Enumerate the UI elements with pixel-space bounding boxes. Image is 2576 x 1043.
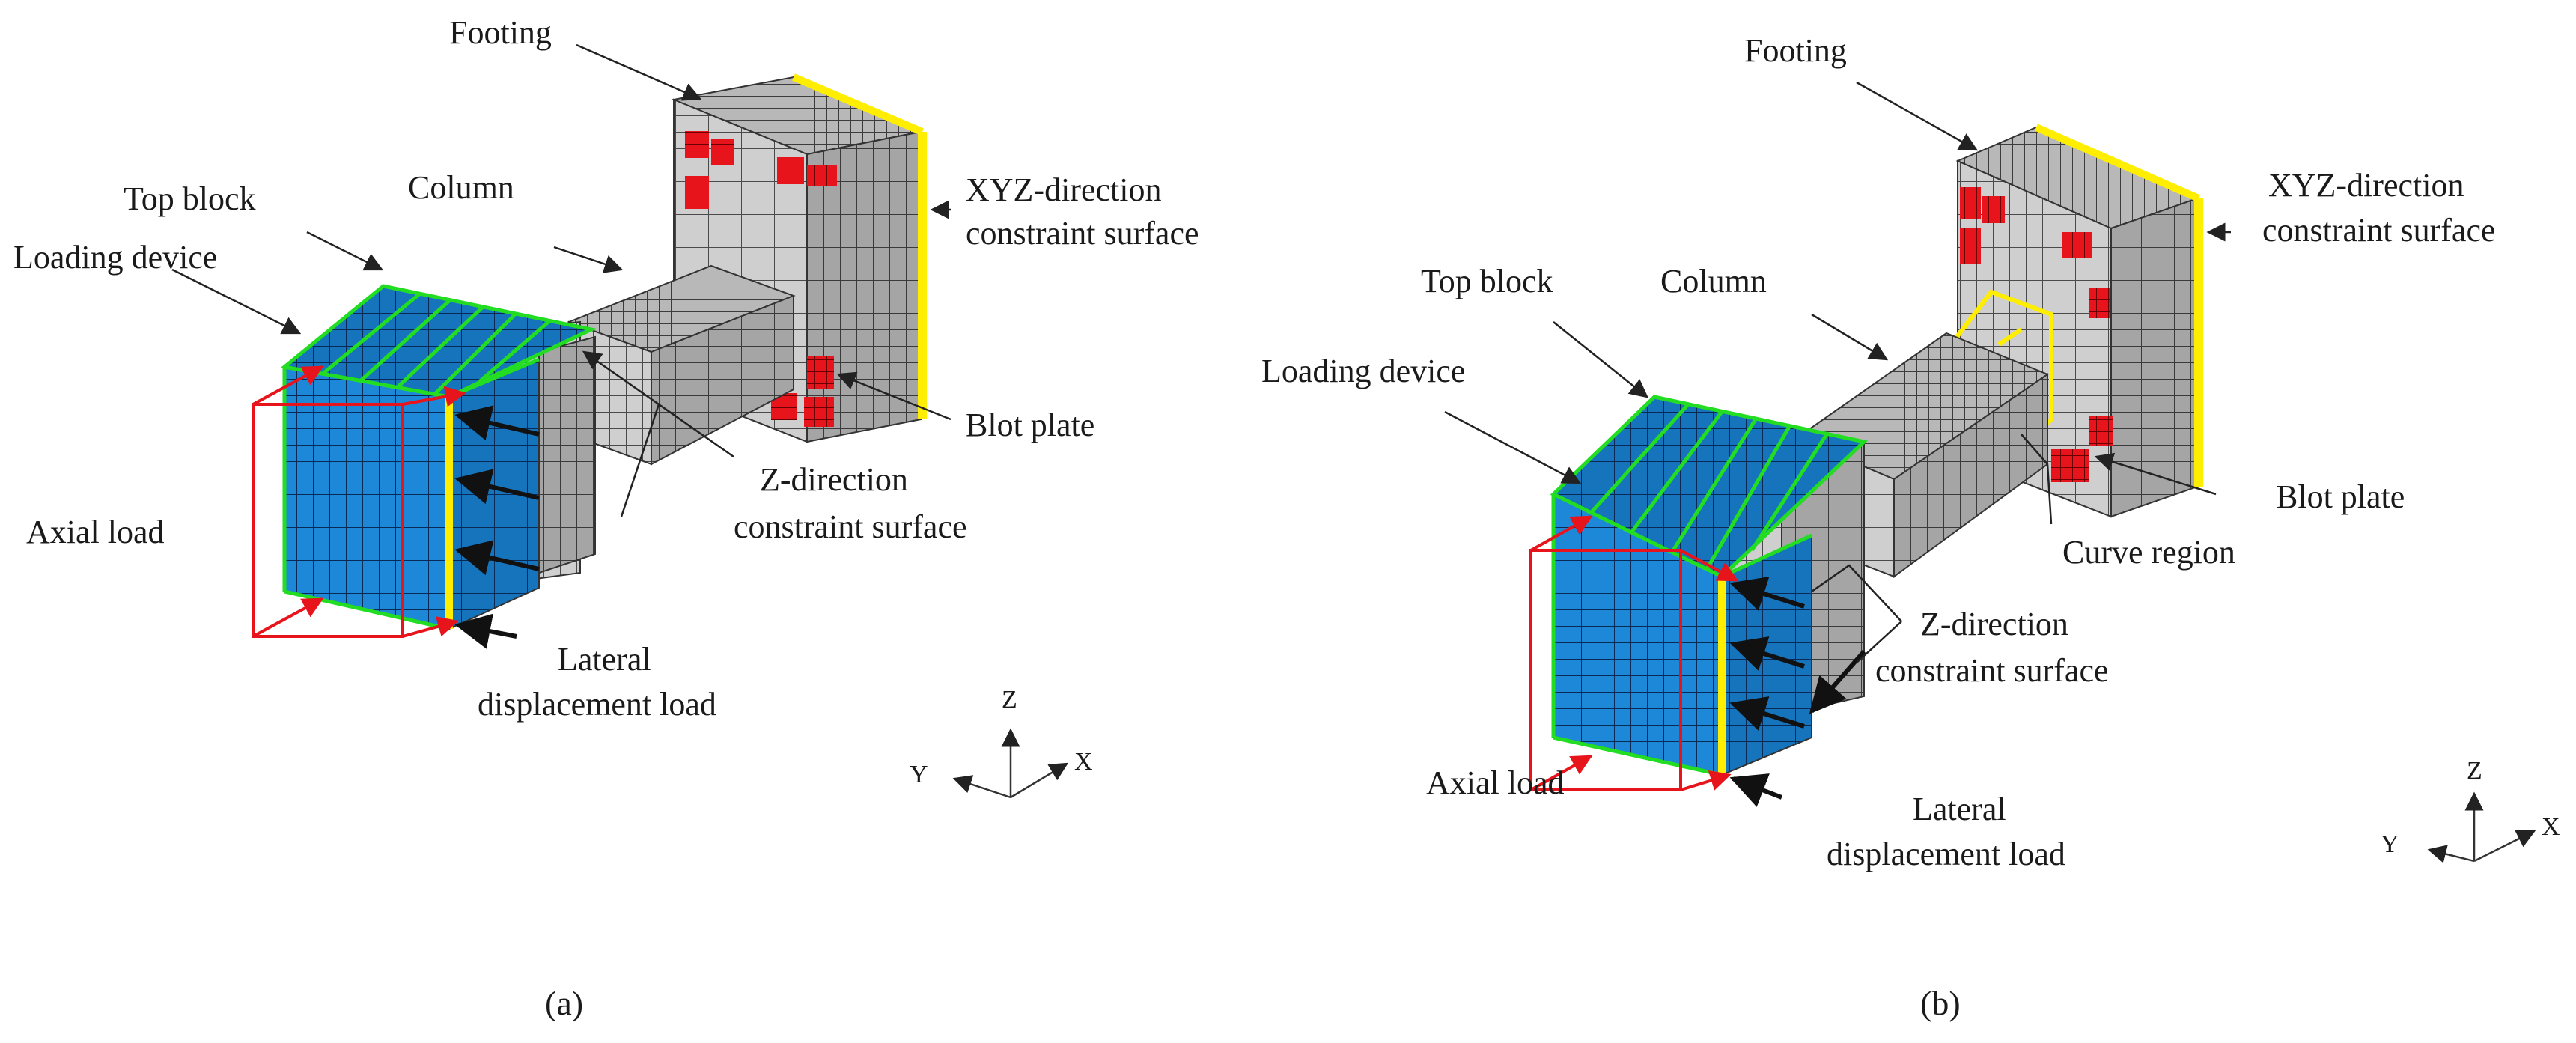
label-footing-a: Footing <box>449 14 552 51</box>
axis-y-a: Y <box>910 761 928 788</box>
label-z-constraint-a-1: Z-direction <box>760 461 908 498</box>
axis-x-b: X <box>2542 813 2560 841</box>
label-bolt-plate-a: Blot plate <box>966 407 1094 443</box>
axes-b <box>2427 791 2536 863</box>
loading-device-b <box>1550 395 1869 777</box>
label-axial-load-b: Axial load <box>1426 764 1565 801</box>
label-curve-region-b: Curve region <box>2062 534 2235 571</box>
leader-arrows-b <box>1444 81 2231 663</box>
label-footing-b: Footing <box>1744 32 1847 69</box>
lateral-load-arrows-b <box>1729 577 1866 807</box>
label-bolt-plate-b: Blot plate <box>2276 478 2405 515</box>
axial-load-frame-b <box>1529 515 1739 791</box>
label-loading-device-a: Loading device <box>13 239 217 276</box>
caption-a: (a) <box>545 984 583 1022</box>
label-z-constraint-b-1: Z-direction <box>1920 606 2068 642</box>
axes-a <box>952 728 1069 799</box>
label-loading-device-b: Loading device <box>1261 353 1465 389</box>
axial-load-frame-a <box>252 365 466 638</box>
label-z-constraint-b-2: constraint surface <box>1875 652 2109 689</box>
bolt-plates-b <box>1960 187 2113 482</box>
axis-z-b: Z <box>2467 757 2482 785</box>
bolt-plates-a <box>685 131 837 427</box>
panel-b: Footing XYZ-direction constraint surface… <box>1261 32 2560 1022</box>
label-top-block-a: Top block <box>124 180 256 217</box>
axis-y-b: Y <box>2381 830 2399 858</box>
label-lateral-b-1: Lateral <box>1913 791 2006 827</box>
label-lateral-a-2: displacement load <box>478 686 716 723</box>
label-axial-load-a: Axial load <box>26 514 165 550</box>
label-top-block-b: Top block <box>1421 263 1553 299</box>
label-xyz-constraint-b-2: constraint surface <box>2262 212 2496 249</box>
label-xyz-constraint-b-1: XYZ-direction <box>2268 167 2464 204</box>
lateral-load-arrows-a <box>454 405 540 649</box>
label-lateral-a-1: Lateral <box>558 641 651 678</box>
caption-b: (b) <box>1920 984 1961 1022</box>
label-xyz-constraint-a-1: XYZ-direction <box>966 171 1161 208</box>
label-z-constraint-a-2: constraint surface <box>734 508 967 545</box>
axis-z-a: Z <box>1002 686 1017 714</box>
leader-arrows-a <box>171 43 951 517</box>
label-lateral-b-2: displacement load <box>1827 836 2065 872</box>
panel-a: Footing XYZ-direction constraint surface… <box>13 14 1199 1022</box>
axis-x-a: X <box>1074 748 1093 776</box>
footing-b <box>1944 124 2203 518</box>
label-xyz-constraint-a-2: constraint surface <box>966 215 1199 252</box>
label-column-a: Column <box>408 169 514 206</box>
label-column-b: Column <box>1660 263 1767 299</box>
